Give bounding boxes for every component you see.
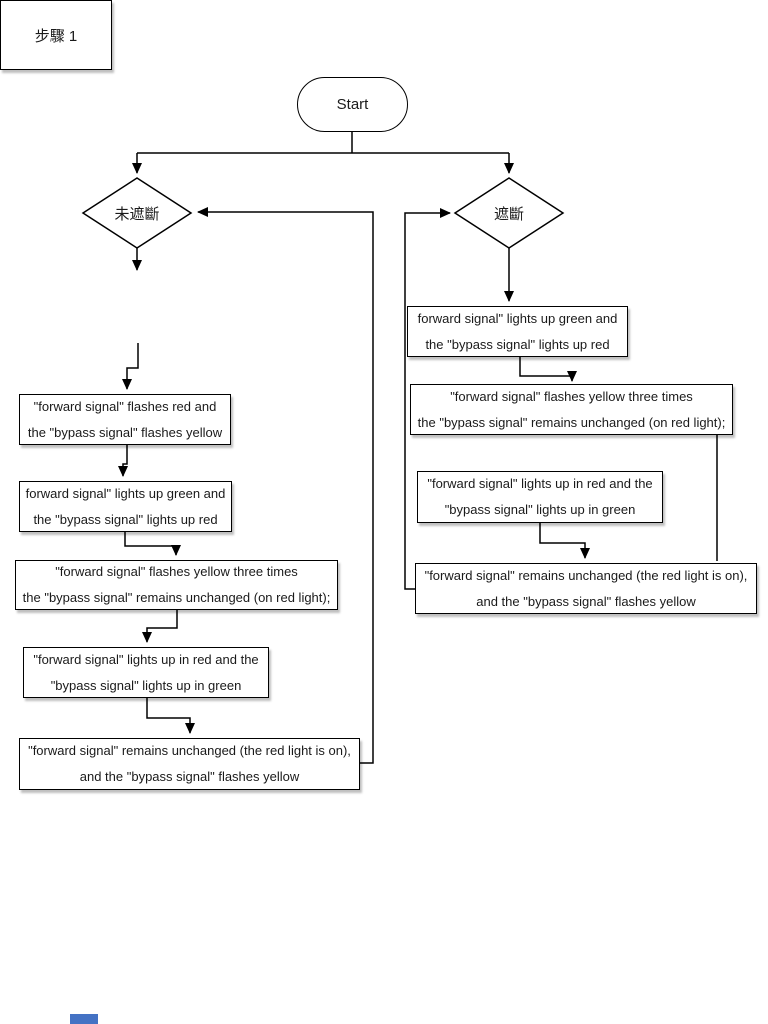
right-box-remains-unchanged: "forward signal" remains unchanged (the … [415,563,757,614]
connector-lbox1-lbox2 [118,445,128,477]
box-text-line: and the "bypass signal" flashes yellow [476,593,696,609]
left-condition-diamond [81,177,193,249]
box-text-line: forward signal" lights up green and [25,485,226,501]
box-text-line: "bypass signal" lights up in green [444,502,636,517]
left-box-flashes-red: "forward signal" flashes red and the "by… [19,394,231,445]
connector-rbox3-rbox4 [539,523,590,559]
box-text-line: "forward signal" remains unchanged (the … [424,567,748,583]
left-condition-label-wrap: 未遮斷 [83,178,191,248]
box-text-line: "forward signal" lights up in red and th… [427,476,653,491]
box-text-line: the "bypass signal" lights up red [425,336,610,352]
right-box-lights-green: forward signal" lights up green and the … [407,306,628,357]
right-condition-diamond [453,177,565,249]
box-text-line: the "bypass signal" remains unchanged (o… [22,590,331,605]
box-text-line: "bypass signal" lights up in green [50,677,242,693]
connector-rbox4-loop-right-diamond [404,208,451,590]
step1-node: 步驟 1 [0,0,112,70]
box-text-line: "forward signal" remains unchanged (the … [28,743,351,758]
connector-lbox4-lbox5 [146,698,195,734]
connector-lbox3-lbox4 [142,610,178,643]
connector-rbox1-rbox2 [519,357,577,382]
box-text-line: the "bypass signal" lights up red [33,511,218,527]
start-node: Start [297,77,408,132]
left-box-flashes-yellow-three: "forward signal" flashes yellow three ti… [15,560,338,610]
right-box-flashes-yellow-three: "forward signal" flashes yellow three ti… [410,384,733,435]
box-text-line: the "bypass signal" remains unchanged (o… [417,414,726,430]
left-box-remains-unchanged: "forward signal" remains unchanged (the … [19,738,360,790]
left-condition-label: 未遮斷 [114,205,160,223]
box-text-line: the "bypass signal" flashes yellow [27,424,223,440]
start-label: Start [336,96,369,113]
left-box-lights-red-green: "forward signal" lights up in red and th… [23,647,269,698]
partial-blue-shape [70,1014,98,1024]
box-text-line: "forward signal" flashes yellow three ti… [55,564,298,579]
connector-step1-lbox1 [122,343,139,390]
box-text-line: and the "bypass signal" flashes yellow [79,769,300,784]
connector-lbox2-lbox3 [124,532,181,556]
right-condition-label-wrap: 遮斷 [455,178,563,248]
box-text-line: forward signal" lights up green and [417,310,618,326]
box-text-line: "forward signal" lights up in red and th… [33,651,259,667]
right-condition-label: 遮斷 [493,205,524,223]
box-text-line: "forward signal" flashes red and [33,398,217,414]
right-box-lights-red-green: "forward signal" lights up in red and th… [417,471,663,523]
step1-label: 步驟 1 [34,27,78,45]
connector-lbox5-loop-left-diamond [197,207,374,764]
box-text-line: "forward signal" flashes yellow three ti… [450,388,693,404]
left-box-lights-green: forward signal" lights up green and the … [19,481,232,532]
